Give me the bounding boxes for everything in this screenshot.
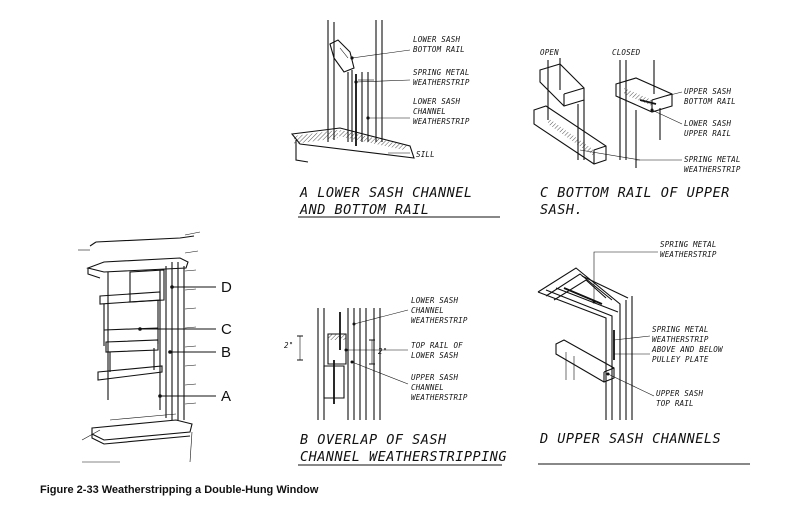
panel-a-label-sill: SILL xyxy=(416,150,435,159)
panel-d-label-spring-metal-weatherstrip: SPRING METAL WEATHERSTRIP xyxy=(660,240,721,259)
panel-c-caption-line1: C BOTTOM RAIL OF UPPER xyxy=(540,185,730,201)
overview-key-c: C xyxy=(221,321,232,338)
panel-d-label-above-below-pulley-plate: SPRING METAL WEATHERSTRIP ABOVE AND BELO… xyxy=(651,325,727,364)
panel-b-caption: B OVERLAP OF SASH CHANNEL WEATHERSTRIPPI… xyxy=(300,432,507,465)
panel-b-dim-right: 2" xyxy=(378,347,387,356)
panel-d-drawing xyxy=(537,251,658,420)
panel-a-label-channel-weatherstrip: LOWER SASH CHANNEL WEATHERSTRIP xyxy=(413,97,470,126)
panel-c-label-spring-metal-weatherstrip: SPRING METAL WEATHERSTRIP xyxy=(684,155,745,174)
overview-key-a: A xyxy=(221,388,231,405)
panel-c-label-closed: CLOSED xyxy=(612,48,641,57)
panel-a-label-spring-metal-weatherstrip: SPRING METAL WEATHERSTRIP xyxy=(413,68,474,87)
panel-d-caption-line1: D UPPER SASH CHANNELS xyxy=(539,431,721,447)
panel-c-drawing xyxy=(533,58,683,168)
panel-a-caption-line2: AND BOTTOM RAIL xyxy=(299,202,429,218)
panel-c-label-lower-sash-upper-rail: LOWER SASH UPPER RAIL xyxy=(684,119,736,138)
overview-key-d: D xyxy=(221,279,232,296)
panel-b-caption-line2: CHANNEL WEATHERSTRIPPING xyxy=(300,449,507,465)
panel-c-labels: OPEN CLOSED UPPER SASH BOTTOM RAIL LOWER… xyxy=(540,48,745,174)
figure-caption: Figure 2-33 Weatherstripping a Double-Hu… xyxy=(40,484,319,496)
panel-a-drawing xyxy=(290,20,415,163)
panel-d-caption: D UPPER SASH CHANNELS xyxy=(539,431,721,447)
panel-d-labels: SPRING METAL WEATHERSTRIP SPRING METAL W… xyxy=(651,240,727,408)
panel-a-label-lower-sash-bottom-rail: LOWER SASH BOTTOM RAIL xyxy=(413,35,465,54)
panel-b-labels: 2" 2" LOWER SASH CHANNEL WEATHERSTRIP TO… xyxy=(284,296,468,402)
panel-b-label-upper-sash-channel-weatherstrip: UPPER SASH CHANNEL WEATHERSTRIP xyxy=(411,373,468,402)
panel-a-labels: LOWER SASH BOTTOM RAIL SPRING METAL WEAT… xyxy=(413,35,474,159)
panel-c-caption: C BOTTOM RAIL OF UPPER SASH. xyxy=(540,185,730,218)
panel-c-label-upper-sash-bottom-rail: UPPER SASH BOTTOM RAIL xyxy=(684,87,736,106)
window-overview-drawing xyxy=(78,231,216,463)
panel-b-caption-line1: B OVERLAP OF SASH xyxy=(300,432,447,448)
panel-a-caption-line1: A LOWER SASH CHANNEL xyxy=(299,185,473,201)
panel-c-caption-line2: SASH. xyxy=(540,202,583,218)
panel-b-label-lower-sash-channel-weatherstrip: LOWER SASH CHANNEL WEATHERSTRIP xyxy=(411,296,468,325)
panel-b-drawing xyxy=(297,308,409,420)
panel-b-dim-left: 2" xyxy=(284,341,293,350)
panel-b-label-top-rail-of-lower-sash: TOP RAIL OF LOWER SASH xyxy=(411,341,468,360)
panel-d-label-upper-sash-top-rail: UPPER SASH TOP RAIL xyxy=(656,389,708,408)
panel-a-caption: A LOWER SASH CHANNEL AND BOTTOM RAIL xyxy=(299,185,473,218)
overview-key-b: B xyxy=(221,344,231,361)
panel-c-label-open: OPEN xyxy=(540,48,559,57)
